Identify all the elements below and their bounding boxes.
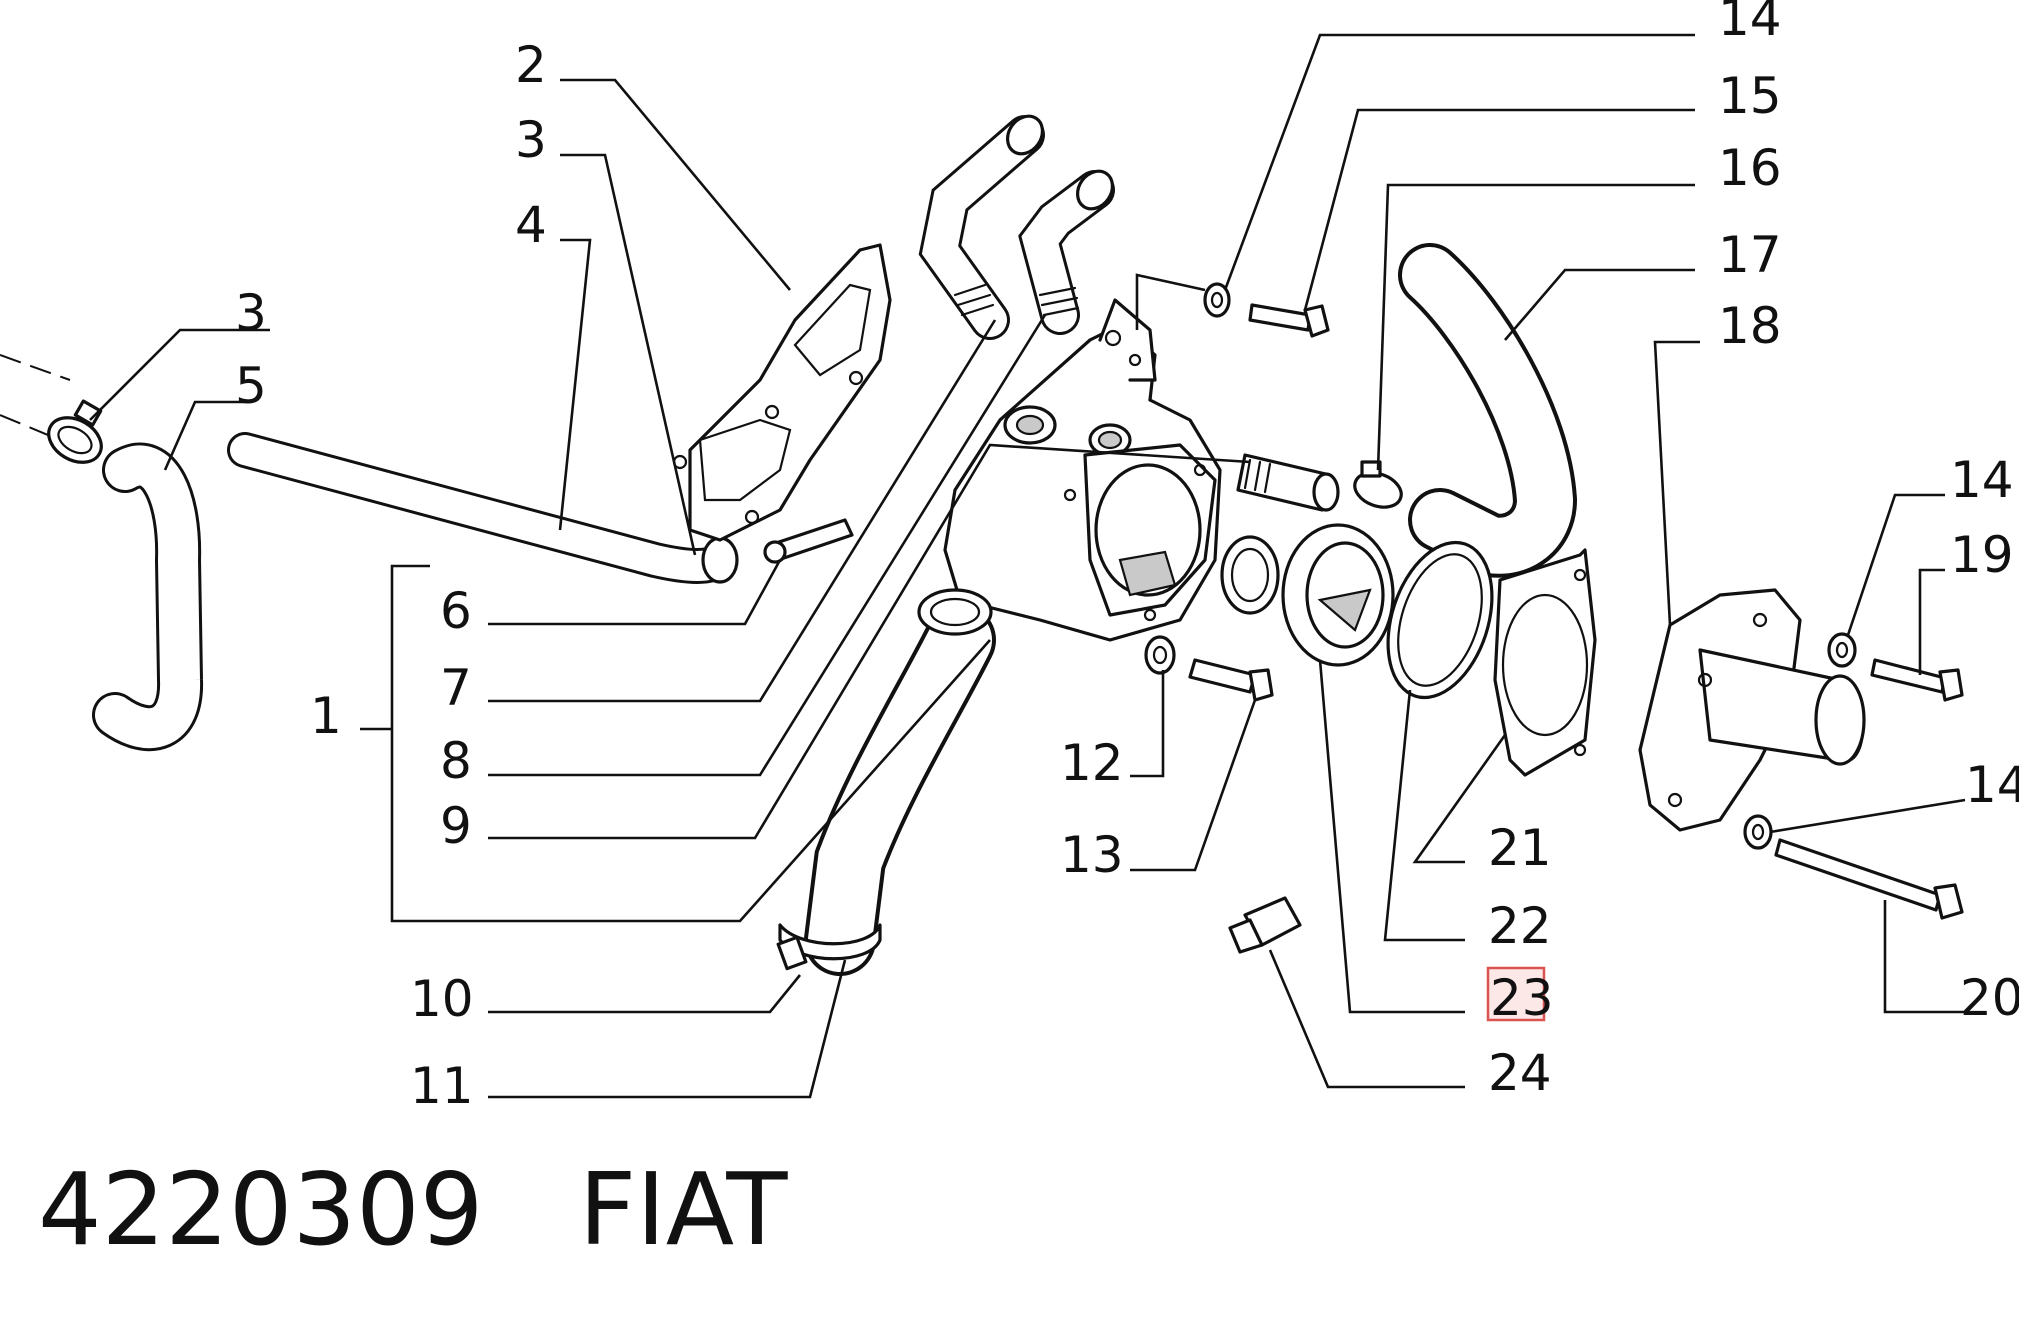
center-lines — [0, 354, 71, 441]
o-ring — [1386, 540, 1494, 700]
elbow-tube-8 — [1018, 169, 1115, 335]
washer-14-top — [1203, 282, 1231, 318]
callout-11: 11 — [410, 1057, 474, 1115]
leader-lines — [89, 33, 1966, 1099]
callout-16: 16 — [1718, 139, 1782, 197]
thermostat-housing — [943, 298, 1222, 642]
washer-12 — [1144, 635, 1176, 675]
thermostat — [1220, 523, 1395, 667]
brand-name: FIAT — [578, 1151, 788, 1268]
callout-23-highlight — [1486, 966, 1546, 1022]
callout-3-left: 3 — [235, 284, 267, 342]
washer-14-right-upper — [1827, 632, 1857, 668]
bent-hose-left — [92, 442, 204, 752]
part-caption: 4220309 FIAT — [38, 1160, 788, 1260]
hose-clamp-left — [47, 399, 103, 464]
long-pipe — [227, 432, 739, 584]
callout-6: 6 — [440, 582, 472, 640]
temperature-sender — [1228, 896, 1302, 954]
callout-22: 22 — [1488, 897, 1552, 955]
flange-gasket — [672, 243, 892, 542]
bottom-hose — [776, 588, 996, 976]
threaded-nipple — [1236, 453, 1340, 512]
callout-23[interactable]: 23 — [1490, 969, 1554, 1027]
callout-3-top: 3 — [515, 111, 547, 169]
small-screw-6 — [763, 518, 854, 564]
callout-18: 18 — [1718, 297, 1782, 355]
callout-13: 13 — [1060, 826, 1124, 884]
callout-4: 4 — [515, 196, 547, 254]
callout-numbers: 2 3 4 3 5 1 6 7 8 9 10 11 12 13 14 15 16… — [235, 0, 2019, 1115]
callout-1: 1 — [310, 687, 342, 745]
callout-10: 10 — [410, 970, 474, 1028]
callout-17: 17 — [1718, 226, 1782, 284]
curved-hose-17 — [1398, 243, 1578, 578]
bolt-15 — [1248, 303, 1330, 338]
callout-5: 5 — [235, 357, 267, 415]
callout-2: 2 — [515, 36, 547, 94]
elbow-tube-7 — [918, 114, 1045, 340]
gasket-21 — [1493, 548, 1597, 777]
callout-24: 24 — [1488, 1044, 1552, 1102]
callout-20: 20 — [1960, 969, 2019, 1027]
callout-8: 8 — [440, 732, 472, 790]
long-bolt-20 — [1774, 838, 1964, 920]
callout-9: 9 — [440, 797, 472, 855]
bolt-13 — [1188, 658, 1274, 702]
part-number: 4220309 — [38, 1151, 484, 1268]
outlet-cover — [1638, 588, 1866, 832]
bolt-19 — [1870, 658, 1964, 702]
callout-12: 12 — [1060, 734, 1124, 792]
callout-14-right-upper: 14 — [1950, 451, 2014, 509]
callout-7: 7 — [440, 659, 472, 717]
hose-clamp-16 — [1353, 460, 1403, 509]
callout-21: 21 — [1488, 819, 1552, 877]
callout-14-top: 14 — [1718, 0, 1782, 47]
callout-19: 19 — [1950, 526, 2014, 584]
callout-15: 15 — [1718, 67, 1782, 125]
washer-14-right-lower — [1743, 814, 1773, 850]
callout-14-right-lower: 14 — [1965, 756, 2019, 814]
